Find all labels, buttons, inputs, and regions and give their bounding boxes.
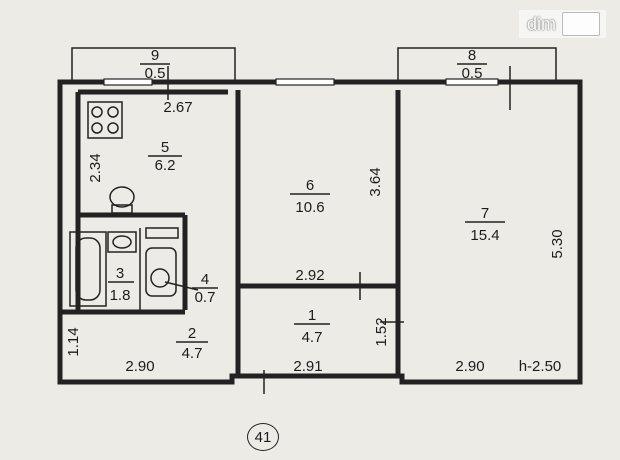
stove-icon [87,101,123,139]
window [275,78,335,86]
room-number: 4 [201,271,209,288]
room-number: 1 [308,307,316,324]
ceiling-height-label: h-2.50 [519,358,562,375]
room-number: 8 [468,47,476,64]
room-area: 4.7 [302,329,323,346]
room-area: 0.5 [462,65,483,82]
room-number: 7 [481,205,489,222]
room-3-label: 3 1.8 [108,265,134,304]
room-number: 3 [116,265,124,282]
sink-icon [107,231,137,253]
toilet-icon [109,186,135,214]
unit-number: 41 [254,428,272,446]
room-6-label: 6 10.6 [290,177,330,216]
watermark: dim [518,10,606,38]
unit-number-badge: 41 [247,423,279,451]
dimension-label: 2.34 [87,153,104,182]
dimension-label: 1.14 [65,327,82,356]
window [445,78,499,86]
room-area: 4.7 [182,345,203,362]
toilet-icon [145,227,179,297]
room-2-label: 2 4.7 [176,325,208,362]
room-area: 10.6 [295,199,324,216]
watermark-logo-icon [562,12,600,36]
room-4-label: 4 0.7 [192,271,218,306]
dimension-label: 3.64 [367,167,384,196]
outer-wall [57,79,583,385]
dimension-label: 2.91 [293,358,322,375]
dimension-label: 2.90 [125,358,154,375]
watermark-text: dim [526,13,556,34]
balcony-9 [71,47,236,83]
room-1-label: 1 4.7 [294,307,330,346]
room-area: 0.7 [195,289,216,306]
room-area: 15.4 [470,227,499,244]
dimension-label: 1.52 [373,317,390,346]
room-number: 5 [161,139,169,156]
bathtub-icon [69,231,107,307]
room-number: 2 [188,325,196,342]
room-8-label: 8 0.5 [457,47,487,82]
room-area: 0.5 [145,65,166,82]
room-number: 9 [151,47,159,64]
room-5-label: 5 6.2 [148,139,182,174]
window [103,78,153,86]
dimension-label: 2.92 [295,267,324,284]
room-area: 1.8 [110,287,131,304]
dimension-label: 2.67 [163,99,192,116]
dimension-label: 2.90 [455,358,484,375]
room-7-label: 7 15.4 [465,205,505,244]
dimension-label: 5.30 [549,229,566,258]
room-area: 6.2 [155,157,176,174]
room-number: 6 [306,177,314,194]
room-9-label: 9 0.5 [140,47,170,82]
